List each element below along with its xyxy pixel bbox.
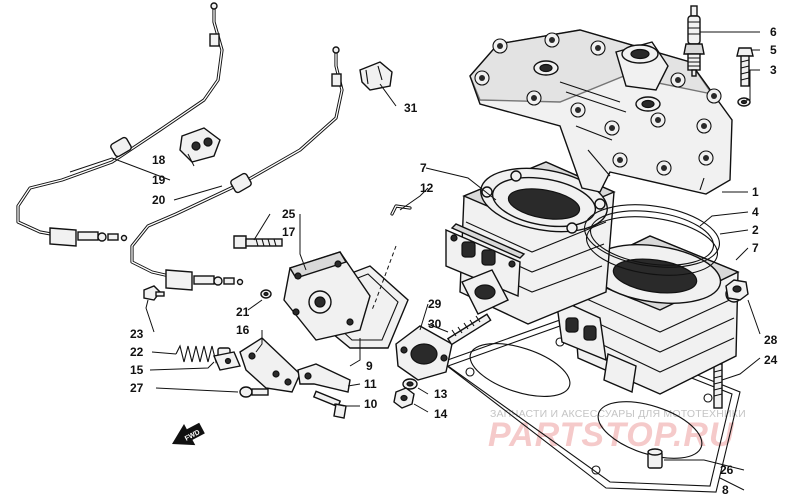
clevis xyxy=(213,351,241,371)
valve-lever-plate xyxy=(239,337,301,393)
head-washer xyxy=(737,97,751,107)
callout-7-upper: 7 xyxy=(420,161,427,175)
callout-6: 6 xyxy=(770,25,777,39)
exhaust-stud xyxy=(446,313,492,346)
cylinder-nut xyxy=(725,279,749,301)
callout-29: 29 xyxy=(428,297,442,311)
callout-20: 20 xyxy=(152,193,166,207)
callout-4: 4 xyxy=(752,205,759,219)
watermark-caption: ЗАПЧАСТИ И АКСЕССУАРЫ ДЛЯ МОТОТЕХНИКИ xyxy=(490,408,746,420)
hose-clip xyxy=(390,204,412,216)
dowel-pin xyxy=(647,448,663,469)
callout-1: 1 xyxy=(752,185,759,199)
callout-9: 9 xyxy=(366,359,373,373)
fwd-arrow: FWD xyxy=(171,422,205,446)
callout-22: 22 xyxy=(130,345,144,359)
callout-27: 27 xyxy=(130,381,144,395)
callout-labels: 6 5 3 1 4 2 7 7 12 31 18 19 20 25 17 21 … xyxy=(130,25,778,497)
callout-28: 28 xyxy=(764,333,778,347)
cylinder-head xyxy=(469,29,733,195)
cylinder-upper xyxy=(445,161,616,325)
callout-3: 3 xyxy=(770,63,777,77)
callout-7-lower: 7 xyxy=(752,241,759,255)
callout-13: 13 xyxy=(434,387,448,401)
valve-housing xyxy=(283,251,371,341)
callout-17: 17 xyxy=(282,225,296,239)
cable-clamp xyxy=(179,127,221,163)
callout-18: 18 xyxy=(152,153,166,167)
callout-15: 15 xyxy=(130,363,144,377)
callout-26: 26 xyxy=(720,463,734,477)
small-washer xyxy=(260,289,272,299)
leader-lines xyxy=(69,31,761,491)
callout-21: 21 xyxy=(236,305,250,319)
callout-14: 14 xyxy=(434,407,448,421)
callout-16: 16 xyxy=(236,323,250,337)
callout-23: 23 xyxy=(130,327,144,341)
housing-bolt xyxy=(233,235,283,249)
plate-screw xyxy=(239,386,269,398)
spark-plug xyxy=(683,5,705,77)
spring-washer xyxy=(402,378,418,390)
callout-25: 25 xyxy=(282,207,296,221)
callout-30: 30 xyxy=(428,317,442,331)
head-bolt xyxy=(736,47,754,87)
cable-19 xyxy=(16,2,224,247)
callout-24: 24 xyxy=(764,353,778,367)
callout-2: 2 xyxy=(752,223,759,237)
watermark: ЗАПЧАСТИ И АКСЕССУАРЫ ДЛЯ МОТОТЕХНИКИ PA… xyxy=(488,408,746,454)
cable-20 xyxy=(130,46,344,291)
o-ring-seals xyxy=(583,204,721,276)
callout-11: 11 xyxy=(364,377,377,391)
callout-19: 19 xyxy=(152,173,166,187)
callout-31: 31 xyxy=(404,101,418,115)
arm-bolt xyxy=(312,390,347,419)
callout-12: 12 xyxy=(420,181,434,195)
valve-arm xyxy=(297,363,351,393)
callout-5: 5 xyxy=(770,43,777,57)
callout-10: 10 xyxy=(364,397,378,411)
clip-bracket xyxy=(359,61,393,91)
exhaust-flange-gasket xyxy=(395,325,453,381)
flange-nut xyxy=(393,387,415,409)
callout-8: 8 xyxy=(722,483,729,497)
watermark-logo: PARTSTOP.RU xyxy=(488,416,735,454)
cylinder-stud xyxy=(713,363,723,409)
cable-screw xyxy=(143,285,165,301)
